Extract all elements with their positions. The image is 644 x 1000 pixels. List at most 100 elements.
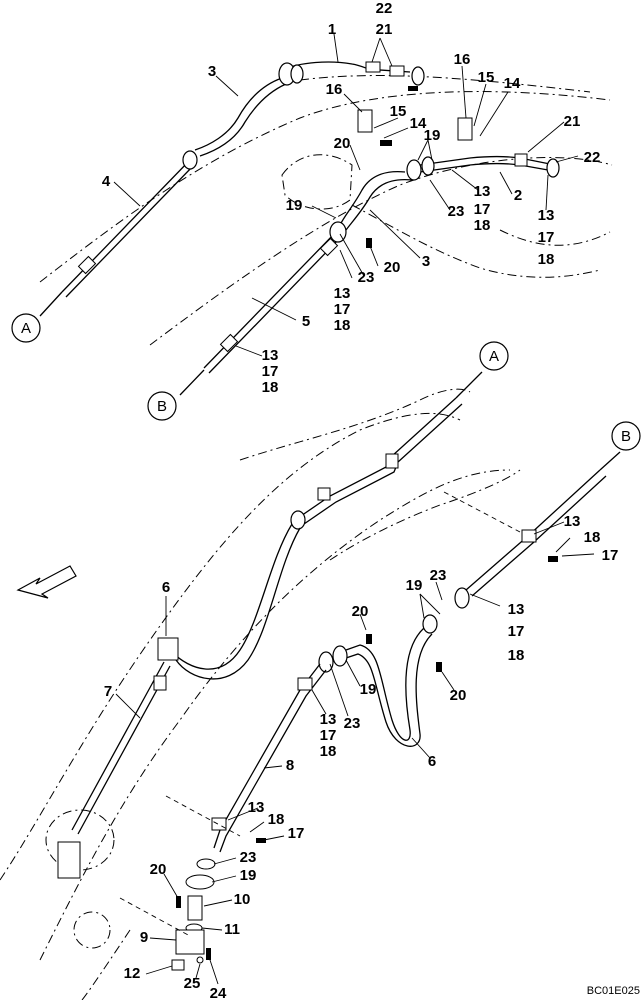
callout: 13 (248, 799, 265, 816)
callout: 20 (384, 259, 401, 276)
callout: 17 (508, 623, 525, 640)
callout: 19 (424, 127, 441, 144)
callout: 20 (352, 603, 369, 620)
callout: 13 (334, 285, 351, 302)
callout: 13 (320, 711, 337, 728)
upper-pipe-assembly (39, 61, 560, 396)
callout: 20 (150, 861, 167, 878)
clamp (297, 677, 313, 691)
clamp (385, 453, 399, 469)
lower-dashed-refs (119, 491, 521, 937)
pipe-7 (71, 661, 165, 831)
connection-b-lower: B (611, 421, 641, 451)
clamp-block-16 (457, 117, 473, 141)
callout: 22 (376, 0, 393, 17)
bolt-20 (366, 634, 372, 644)
callout: 17 (602, 547, 619, 564)
callout: 3 (208, 63, 216, 80)
connection-label-b: B (621, 428, 631, 445)
clamp (317, 487, 331, 501)
callout: 18 (584, 529, 601, 546)
fitting-6 (157, 637, 179, 661)
o-ring-25 (196, 956, 204, 964)
callout: 22 (584, 149, 601, 166)
callouts: 22 21 1 3 16 15 14 16 15 14 21 22 20 19 … (102, 0, 640, 1000)
callout: 13 (564, 513, 581, 530)
clamp-22 (389, 65, 405, 77)
flange (318, 651, 334, 673)
callout: 21 (376, 21, 393, 38)
bolt-20 (176, 896, 181, 908)
plug-12 (171, 959, 185, 971)
callout: 19 (240, 867, 257, 884)
callout: 25 (184, 975, 201, 992)
flange (406, 159, 422, 181)
direction-arrow-icon (16, 565, 77, 599)
flange (182, 150, 198, 170)
flange (332, 645, 348, 667)
upper-leaders (113, 33, 579, 357)
callout: 10 (234, 891, 251, 908)
clamp-block-16 (357, 109, 373, 133)
callout: 20 (450, 687, 467, 704)
flange (422, 614, 438, 634)
callout: 16 (454, 51, 471, 68)
callout: 15 (478, 69, 495, 86)
flange (411, 66, 425, 86)
connection-label-a: A (21, 320, 31, 337)
callout: 13 (262, 347, 279, 364)
callout: 21 (564, 113, 581, 130)
o-ring-23 (196, 858, 216, 870)
callout: 18 (320, 743, 337, 760)
callout: 11 (224, 921, 240, 938)
callout: 13 (474, 183, 491, 200)
block-9 (175, 929, 205, 955)
callout: 4 (102, 173, 111, 190)
callout: 17 (288, 825, 305, 842)
callout: 14 (410, 115, 427, 132)
clamp (211, 817, 227, 831)
callout: 3 (422, 253, 430, 270)
boom-outline-upper (39, 75, 613, 346)
callout: 19 (406, 577, 423, 594)
lower-leaders (115, 521, 595, 985)
callout: 23 (240, 849, 257, 866)
clamp (77, 255, 97, 275)
callout: 17 (334, 301, 351, 318)
callout: 18 (334, 317, 351, 334)
hose-3-middle (339, 170, 406, 226)
clamp-21 (365, 61, 381, 73)
callout: 7 (104, 683, 112, 700)
drawing-code: BC01E025 (587, 985, 640, 997)
bolt-17 (256, 838, 266, 843)
callout: 23 (430, 567, 447, 584)
callout: 17 (538, 229, 555, 246)
callout: 18 (538, 251, 555, 268)
callout: 20 (334, 135, 351, 152)
flange (421, 156, 435, 176)
callout: 23 (448, 203, 465, 220)
callout: 2 (514, 187, 522, 204)
callout: 8 (286, 757, 294, 774)
callout: 15 (390, 103, 407, 120)
bolt-20 (366, 238, 372, 248)
lower-pipe-assembly (57, 371, 621, 971)
bolt-20 (436, 662, 442, 672)
callout: 12 (124, 965, 141, 982)
callout: 13 (508, 601, 525, 618)
clamp-21 (514, 153, 528, 167)
pipe-4 (61, 159, 191, 293)
flange (290, 510, 306, 530)
callout: 18 (474, 217, 491, 234)
callout: 17 (320, 727, 337, 744)
callout: 19 (286, 197, 303, 214)
pipe-8 (213, 663, 321, 849)
clamp (219, 333, 239, 353)
connection-label-b: B (157, 398, 167, 415)
callout: 17 (474, 201, 491, 218)
connection-label-a: A (489, 348, 499, 365)
callout: 14 (504, 75, 521, 92)
flange (546, 158, 560, 178)
flange-19 (185, 874, 215, 890)
callout: 24 (210, 985, 227, 1000)
